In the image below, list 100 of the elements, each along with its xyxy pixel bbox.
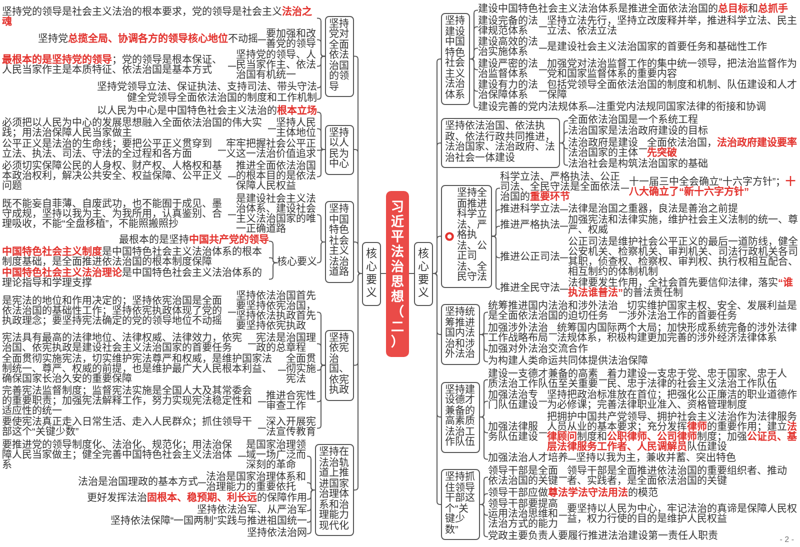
detail-text: 公正司法是维护社会公平正义的最后一道防线，健全公安机关、检察机关、审判机关、司法行政机关各司其职，侦查权、检察权、审判权、执行权相互配合、相互制约的体制机制 bbox=[568, 238, 798, 278]
connector-line bbox=[258, 401, 266, 402]
detail-text: 要推进党的领导制度化、法治化、规范化；用法治保障人民当家做主；健全完善中国特色社会主义法治体系 bbox=[2, 441, 238, 472]
connector-line bbox=[470, 58, 478, 108]
subtopic-text: 坚持党的领导是社会主义法治的根本要求，党的领导是社会主义法治之魂 bbox=[2, 8, 317, 28]
connector-line bbox=[316, 128, 326, 150]
connector-line bbox=[228, 176, 236, 178]
detail-text: 坚持党总揽全局、协调各方的领导核心地位不动摇 bbox=[38, 34, 258, 45]
connector-line bbox=[228, 66, 236, 67]
detail-text: 中国特色社会主义制度是中国特色社会主义法治体系的根本制度基础，是全面推进依法治国的根本制度保障 bbox=[2, 248, 269, 268]
subtopic-text: 要加强和改善党的领导 bbox=[266, 30, 317, 50]
detail-text: 着力建设一支忠于党、忠于国家、忠于人民、忠于法律的社会主义法治工作队伍 bbox=[607, 370, 798, 390]
connector-line bbox=[492, 236, 500, 290]
detail-text: 最根本的是坚持党的领导；党的领导是根本保证、人民当家作主是本质特征、依法治国是基本方式 bbox=[2, 56, 228, 76]
detail-text: 坚持以我为主，兼收并蓄、突出特色 bbox=[576, 454, 736, 464]
detail-text: 十一届三中全会确立“十六字方针”；十八大确立了“新十六字方针” bbox=[629, 178, 798, 198]
connector-line bbox=[278, 370, 286, 371]
connector-line bbox=[470, 48, 478, 60]
connector-line bbox=[354, 242, 362, 274]
connector-line bbox=[480, 504, 488, 538]
connector-line bbox=[316, 39, 326, 57]
subtopic-text: 以人民为中心是中国特色社会主义法治的根本立场 bbox=[97, 107, 317, 118]
connector-line bbox=[432, 236, 442, 274]
subtopic-text: 建设中国特色社会主义法治体系是推进全面依法治国的总目标和总抓手 bbox=[478, 5, 788, 16]
topic-box: 坚持在法治轨道上推进国家治理体系和治理能力现代化 bbox=[315, 444, 354, 536]
topic-box: 坚持建设德才兼备的高素质法治工作队伍 bbox=[441, 382, 480, 452]
connector-line bbox=[268, 128, 276, 130]
connector-line bbox=[268, 262, 278, 280]
detail-text: 要使宪法真正走入日常生活、走入人民群众；抓住领导干部这个“关键少数” bbox=[2, 418, 258, 438]
detail-text: 法律是治国之重器，良法是善治之前提 bbox=[568, 204, 738, 215]
detail-text: 必须把以人民为中心的发展思想融入全面依法治国的伟大实践；用法治保障人民当家做主 bbox=[2, 118, 268, 139]
connector-line bbox=[380, 273, 386, 274]
detail-text: 完善宪法监督制度；监督宪法实施是全国人大及其常委会的重要职责；加强宪法解释工作，努力实现宪法稳定性和适应性的统一 bbox=[2, 386, 258, 417]
category-box: 核心要义 bbox=[362, 242, 381, 306]
subtopic-text: 加强法律服务队伍建设 bbox=[488, 422, 539, 443]
connector-line bbox=[408, 273, 414, 274]
detail-text: 是建设社会主义法治国家的首要任务和基础性工作 bbox=[547, 43, 767, 54]
detail-text: 把拥护中国共产党领导、拥护社会主义法治作为法律服务人员从业的基本要求；充分发挥律师的重要作用；建立法律顾问制度和公职律师、公司律师制度；加强公证员、基层法律服务工作者、人民调解员队伍建设 bbox=[547, 412, 798, 453]
connector-line bbox=[268, 257, 278, 264]
detail-text: 公平正义是法治的生命线；要把公平正义贯穿到立法、执法、司法、守法的全过程和各方面 bbox=[2, 140, 218, 160]
subtopic-text: 加强法治人才培养 bbox=[488, 454, 568, 464]
subtopic-text: 领导干部要提高运用法治思维和法治方式的能力 bbox=[488, 500, 559, 530]
detail-text: 包括党领导全面依法治国的制度和机制、队伍建设和人才保障 bbox=[547, 81, 798, 102]
connector-line bbox=[480, 312, 488, 335]
detail-text: 必须切实保障公民的人身权、财产权、人格权和基本政治权利，解决公共安全、权益保障、公平正义问题 bbox=[2, 162, 228, 192]
topic-text: 坚持全面推进科学立法、严格执法、公正司法、全民守法 bbox=[457, 189, 488, 284]
subtopic-text: 坚持依法保障“一国两制”实践与推进祖国统一 bbox=[110, 517, 307, 528]
subtopic-text: 领导干部是全面依法治国的关键 bbox=[488, 467, 559, 488]
connector-line bbox=[316, 214, 326, 242]
subtopic-text: 推进全民守法 bbox=[500, 284, 560, 294]
subtopic-text: 科学立法、严格执法、公正司法、全民守法是全面依法治国的重要环节 bbox=[500, 173, 621, 204]
subtopic-text: 坚持依法治国首先要坚持依宪治国，坚持依法执政首先要坚持依宪执政 bbox=[236, 292, 317, 332]
topic-box: 坚持依宪治国、依宪执政 bbox=[325, 330, 354, 401]
connector-line bbox=[268, 240, 278, 264]
connector-line bbox=[480, 334, 488, 362]
subtopic-text: 加强法治专门队伍建设 bbox=[488, 391, 539, 412]
connector-line bbox=[638, 148, 648, 150]
subtopic-text: 法治是国家治理体系和治理能力的重要依托 bbox=[206, 472, 307, 493]
subtopic-text: 推进公正司法 bbox=[500, 252, 560, 263]
topic-box: 坚持党对全面依法治国的领导 bbox=[325, 16, 354, 97]
connector-line bbox=[620, 188, 630, 189]
connector-line bbox=[316, 343, 326, 366]
category-box: 核心要义 bbox=[414, 242, 433, 306]
detail-text: 法律要发生作用，全社会首先要信仰法律，落实“谁执法谁普法”的普法责任制 bbox=[568, 279, 798, 300]
subtopic-text: 加强对外法治交流合作 bbox=[488, 345, 588, 356]
topic-box: 坚持建设中国特色社会主义法治体系 bbox=[441, 13, 470, 105]
detail-text: 领导干部是全面推进依法治国的重要组织者、推动者、实践者，是全面依法治国的关键 bbox=[567, 467, 798, 488]
connector-line bbox=[316, 149, 326, 178]
detail-text: 是宪法的地位和作用决定的；坚持依宪治国是全面依法治国的基础性工作；坚持依宪执政体现了党的执政理念；要坚持宪法确定的党的领导地位不动摇 bbox=[2, 297, 228, 328]
connector-line bbox=[560, 226, 568, 227]
subtopic-text: 是国家治理领域一场广泛而深刻的革命 bbox=[246, 441, 307, 472]
detail-text: 宪法具有最高的法律地位、法律权威、法律效力，依宪治国、依宪执政是建设社会主义法治国家的首要任务 bbox=[2, 334, 248, 354]
connector-line bbox=[538, 400, 548, 402]
topic-box bbox=[441, 185, 492, 288]
connector-line bbox=[560, 132, 568, 144]
connector-line bbox=[306, 490, 316, 534]
subtopic-text: 推进严格执法 bbox=[500, 221, 560, 232]
connector-line bbox=[432, 273, 442, 505]
subtopic-text: 建设严密的法治监督体系 bbox=[478, 60, 539, 80]
topic-box: 坚持以人民为中心 bbox=[325, 124, 354, 174]
subtopic-text: 坚持党的领导、人民当家作主、依法治国有机统一 bbox=[236, 51, 317, 82]
subtopic-text: 法治政府是建设法治国家的主体 bbox=[568, 138, 639, 159]
subtopic-text: 法治国家是法治政府建设的目标 bbox=[568, 127, 708, 138]
connector-line bbox=[354, 273, 362, 490]
subtopic-text: 坚持人民主体地位 bbox=[276, 118, 317, 139]
subtopic-text: 坚持党领导立法、保证执法、支持司法、带头守法 bbox=[97, 82, 317, 93]
subtopic-text: 统筹推进国内法治和涉外法治是全面依法治国的迫切任务 bbox=[488, 302, 619, 322]
connector-line bbox=[560, 257, 568, 258]
subtopic-text: 健全党领导全面依法治国的制度和工作机制 bbox=[127, 94, 317, 104]
subtopic-text: 建设有力的法治保障体系 bbox=[478, 81, 539, 102]
detail-text: 要坚持以人民为中心，牢记法治的真谛是保障人民权益，权力行使的目的是维护人民权益 bbox=[567, 505, 798, 526]
connector-line bbox=[548, 333, 558, 334]
connector-line bbox=[558, 514, 568, 516]
subtopic-text: 是建设社会主义法治体系、建设社会主义法治国家的唯一正确道路 bbox=[236, 194, 317, 235]
detail-text: 坚持立法先行，坚持立改废释并举，推进科学立法、民主立法、依法立法 bbox=[547, 16, 798, 37]
connector-line bbox=[588, 107, 596, 108]
detail-text: 坚持把政治标准放在首位；把强化公正廉洁的职业道德作为必修课；完善法律职业准入、资格管理制度 bbox=[547, 391, 798, 412]
topic-box: 坚持中国特色社会主义法治道路 bbox=[325, 201, 354, 283]
central-topic-box: 习近平法治思想（二） bbox=[386, 190, 409, 356]
connector-line bbox=[198, 482, 206, 484]
